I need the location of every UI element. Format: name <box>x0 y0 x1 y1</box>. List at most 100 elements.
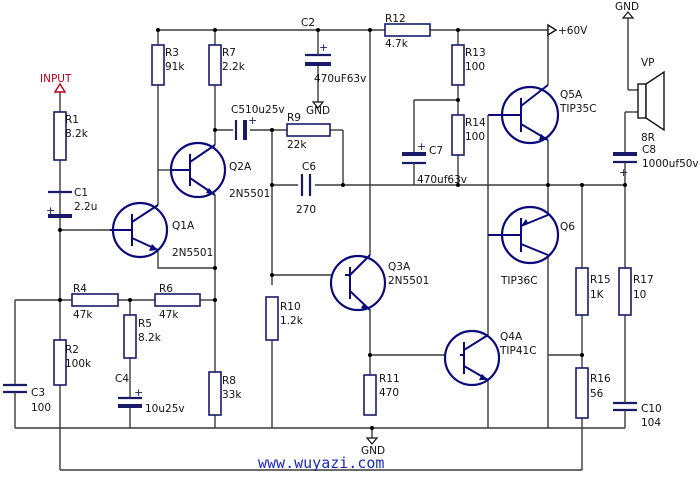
transistors <box>110 84 560 387</box>
r5-value: 8.2k <box>138 332 162 344</box>
r16-ref: R16 <box>590 373 611 385</box>
resistors <box>53 23 632 419</box>
q3-value: 2N5501 <box>388 275 429 287</box>
resistor-r17 <box>618 267 632 316</box>
ground-bottom-icon <box>365 437 379 445</box>
capacitor-c4 <box>118 392 142 415</box>
q2-ref: Q2A <box>229 161 252 173</box>
q2-value: 2N5501 <box>229 188 270 200</box>
svg-text:+: + <box>619 166 628 179</box>
q5-ref: Q5A <box>560 89 583 101</box>
r1-ref: R1 <box>65 114 79 126</box>
resistor-r7 <box>208 44 222 86</box>
resistor-r13 <box>451 44 465 86</box>
r4-ref: R4 <box>73 283 87 295</box>
r9-ref: R9 <box>287 112 301 124</box>
r10-value: 1.2k <box>280 315 304 327</box>
r8-ref: R8 <box>222 375 236 387</box>
r16-value: 56 <box>590 388 604 400</box>
wires <box>14 18 638 471</box>
supply-label: +60V <box>558 25 588 37</box>
transistor-q4 <box>443 329 501 387</box>
transistor-q1 <box>110 201 169 259</box>
r3-ref: R3 <box>165 47 179 59</box>
svg-text:+: + <box>248 114 257 127</box>
r11-value: 470 <box>379 387 399 399</box>
ground-c2-icon <box>311 101 325 109</box>
watermark-url: www.wuyazi.com <box>258 454 384 472</box>
q1-ref: Q1A <box>172 220 195 232</box>
ground-top-icon <box>621 11 635 19</box>
c6-value: 270 <box>296 204 316 216</box>
r13-ref: R13 <box>465 47 486 59</box>
c7-value: 470uf63v <box>417 174 467 186</box>
r14-ref: R14 <box>465 117 486 129</box>
resistor-r11 <box>363 374 377 416</box>
capacitor-c7 <box>402 148 426 168</box>
resistor-r12 <box>384 23 431 37</box>
input-label: INPUT <box>40 73 72 85</box>
r9-value: 22k <box>287 139 307 151</box>
q5-value: TIP35C <box>559 103 597 115</box>
resistor-r15 <box>575 267 589 316</box>
r14-value: 100 <box>465 131 485 143</box>
transistor-q3 <box>329 254 387 312</box>
q4-value: TIP41C <box>499 345 537 357</box>
capacitor-c8 <box>613 148 637 168</box>
capacitor-c1 <box>48 190 72 218</box>
r12-ref: R12 <box>385 13 406 25</box>
r7-value: 2.2k <box>222 61 246 73</box>
gnd-top-label: GND <box>615 1 639 13</box>
c8-ref: C8 <box>642 144 656 156</box>
r7-ref: R7 <box>222 47 236 59</box>
resistor-r4 <box>71 293 119 307</box>
resistor-r16 <box>575 367 589 419</box>
r5-ref: R5 <box>138 318 152 330</box>
svg-text:+: + <box>46 204 55 217</box>
supply-arrow-icon <box>547 23 558 37</box>
r17-ref: R17 <box>633 274 654 286</box>
r15-value: 1K <box>590 289 605 301</box>
r1-value: 8.2k <box>65 128 89 140</box>
r4-value: 47k <box>73 309 93 321</box>
c7-ref: C7 <box>429 145 443 157</box>
capacitor-c10 <box>613 398 637 420</box>
c6-ref: C6 <box>302 161 316 173</box>
capacitor-c5 <box>234 120 247 140</box>
r2-value: 100k <box>65 358 92 370</box>
q4-ref: Q4A <box>500 331 523 343</box>
r17-value: 10 <box>633 289 646 301</box>
r8-value: 33k <box>222 389 242 401</box>
r11-ref: R11 <box>379 373 400 385</box>
r6-value: 47k <box>159 309 179 321</box>
q6-value: TIP36C <box>500 275 538 287</box>
transistor-q2 <box>158 141 227 199</box>
gnd-c2-label: GND <box>306 105 330 117</box>
resistor-r1 <box>53 111 67 161</box>
r15-ref: R15 <box>590 274 611 286</box>
q6-ref: Q6 <box>560 221 575 233</box>
resistor-r9 <box>286 123 331 137</box>
c3-value: 100 <box>31 402 51 414</box>
transistor-q6 <box>488 205 560 265</box>
c2-value: 470uF63v <box>314 73 366 85</box>
capacitors: + + + + + + <box>3 41 637 420</box>
c3-ref: C3 <box>31 387 45 399</box>
c2-ref: C2 <box>301 17 315 29</box>
q3-ref: Q3A <box>388 261 411 273</box>
speaker-icon <box>637 70 665 132</box>
c5-ref: C510u25v <box>231 104 285 116</box>
resistor-r6 <box>154 293 201 307</box>
labels: INPUT GND GND GND +60V VP 8R R1 8.2k R2 … <box>31 1 699 472</box>
transistor-q5 <box>487 84 560 195</box>
junction-dots <box>58 28 627 430</box>
input-arrow-icon <box>53 82 67 93</box>
gnd-bottom-label: GND <box>361 445 385 457</box>
svg-text:+: + <box>319 41 328 54</box>
c10-value: 104 <box>641 417 661 429</box>
resistor-r8 <box>208 371 222 416</box>
c10-ref: C10 <box>641 403 662 415</box>
svg-text:+: + <box>417 140 426 153</box>
q1-value: 2N5501 <box>172 247 213 259</box>
